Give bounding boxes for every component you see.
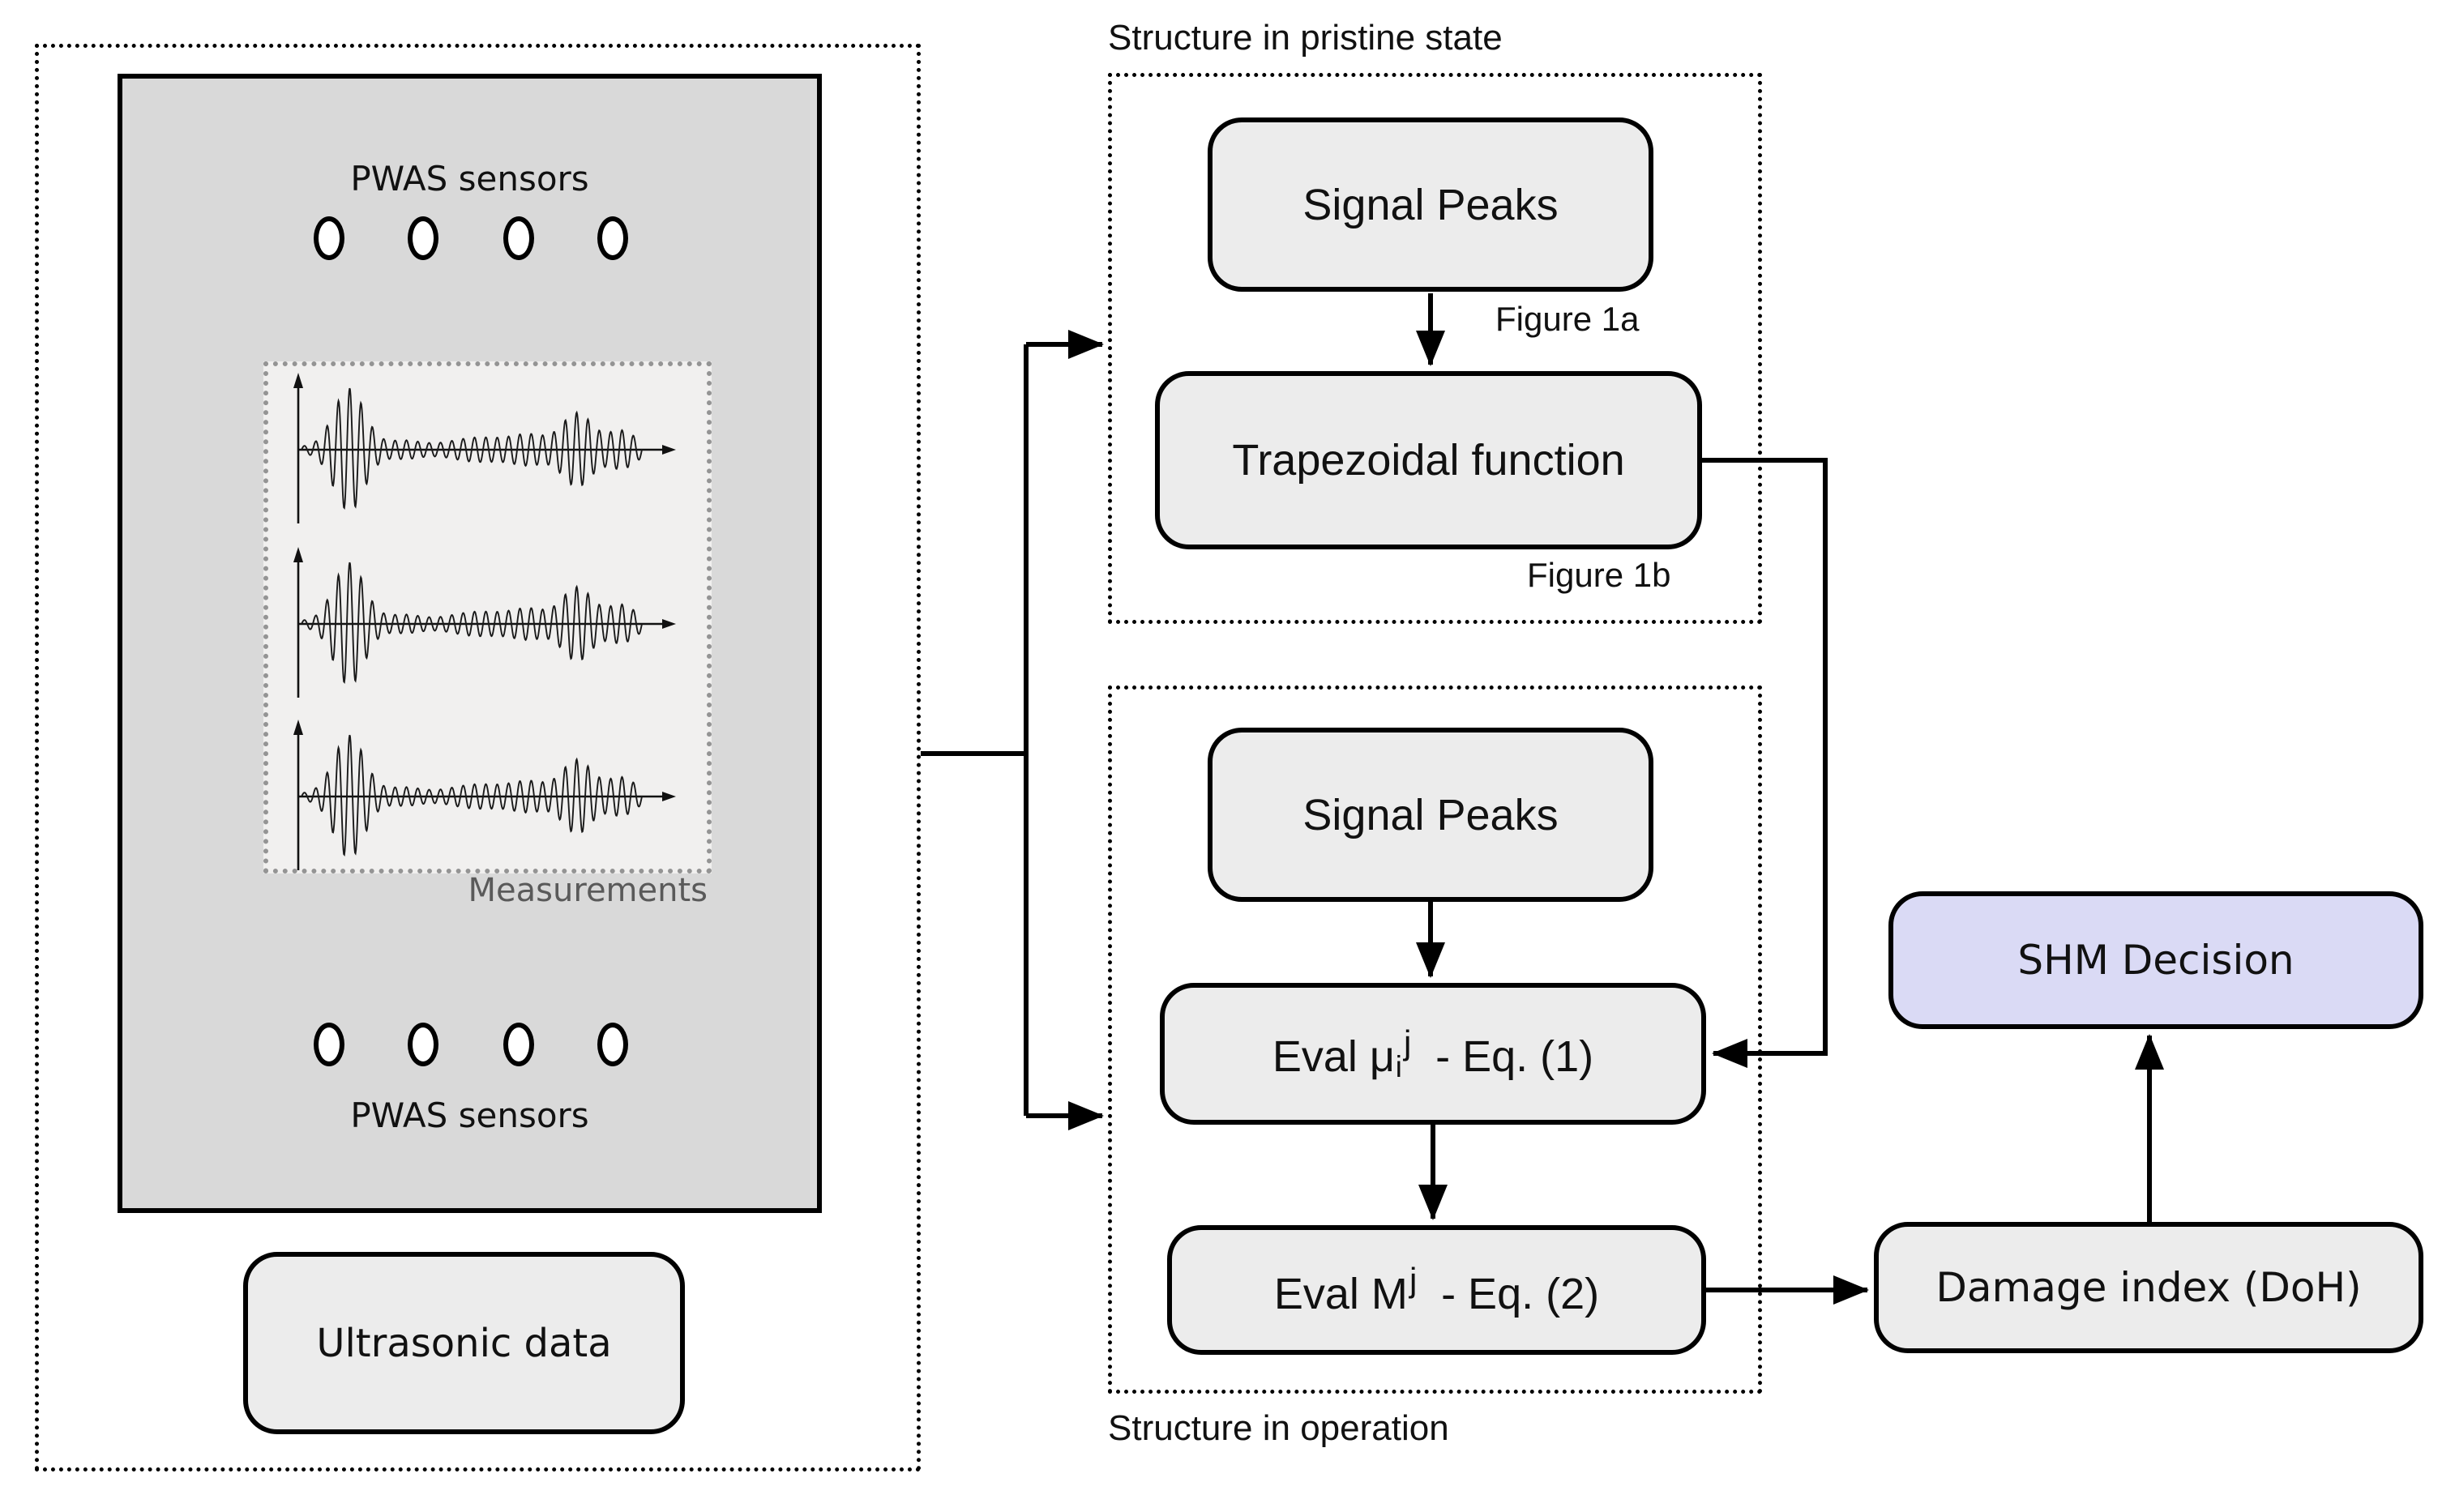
pristine-group-title: Structure in pristine state xyxy=(1108,18,1503,58)
pristine-group-border xyxy=(1108,73,1762,624)
eval-mu-subscript: i xyxy=(1395,1049,1402,1083)
trapezoidal-function-node: Trapezoidal function xyxy=(1155,371,1702,549)
x-axis-arrow xyxy=(662,792,676,801)
pwas-sensors-bottom-label: PWAS sensors xyxy=(350,1096,589,1135)
pwas-sensor-dot xyxy=(314,216,344,260)
waveform-plot-2 xyxy=(293,547,676,698)
signal-peaks-pristine-node: Signal Peaks xyxy=(1208,117,1653,292)
pwas-sensor-dot xyxy=(597,216,628,260)
pwas-sensor-dot xyxy=(408,216,438,260)
x-axis-arrow xyxy=(662,445,676,455)
arrow-trapezoidal-to-eval-mu xyxy=(1702,458,1828,1068)
operation-group-title: Structure in operation xyxy=(1108,1408,1449,1448)
pwas-sensor-dot xyxy=(597,1023,628,1066)
y-axis-arrow xyxy=(293,547,303,562)
eval-m-node: Eval Mj- Eq. (2) xyxy=(1167,1225,1706,1355)
pwas-sensor-dot xyxy=(503,1023,534,1066)
damage-index-label: Damage index (DoH) xyxy=(1935,1264,2362,1311)
eval-mu-superscript: j xyxy=(1404,1023,1412,1062)
ultrasonic-data-group-border xyxy=(35,44,921,1471)
trapezoidal-function-label: Trapezoidal function xyxy=(1232,436,1625,485)
pwas-sensor-dot xyxy=(408,1023,438,1066)
waveform-plot-1 xyxy=(293,373,676,523)
shm-decision-node: SHM Decision xyxy=(1888,891,2423,1029)
operation-group-border xyxy=(1108,686,1762,1394)
signal-peaks-pristine-label: Signal Peaks xyxy=(1302,180,1559,229)
ultrasonic-data-label: Ultrasonic data xyxy=(316,1320,612,1366)
y-axis-arrow xyxy=(293,373,303,388)
signal-peaks-operation-label: Signal Peaks xyxy=(1302,790,1559,839)
waveform-plot-3 xyxy=(293,720,676,870)
ultrasonic-data-node: Ultrasonic data xyxy=(243,1252,685,1434)
x-axis-arrow xyxy=(662,619,676,629)
y-axis-arrow xyxy=(293,720,303,735)
figure-1b-label: Figure 1b xyxy=(1527,556,1671,594)
measurements-label: Measurements xyxy=(468,872,708,909)
eval-mu-node: Eval μij- Eq. (1) xyxy=(1160,983,1706,1125)
eval-mu-label: Eval μij- Eq. (1) xyxy=(1272,1023,1594,1083)
damage-index-node: Damage index (DoH) xyxy=(1874,1222,2423,1353)
figure-1a-label: Figure 1a xyxy=(1495,300,1640,338)
signal-peaks-operation-node: Signal Peaks xyxy=(1208,728,1653,902)
pwas-sensors-top-label: PWAS sensors xyxy=(350,159,589,199)
shm-decision-label: SHM Decision xyxy=(2017,937,2295,984)
pwas-sensor-dot xyxy=(314,1023,344,1066)
eval-m-superscript: j xyxy=(1409,1260,1418,1299)
pwas-sensor-dot xyxy=(503,216,534,260)
eval-m-label: Eval Mj- Eq. (2) xyxy=(1273,1260,1600,1319)
